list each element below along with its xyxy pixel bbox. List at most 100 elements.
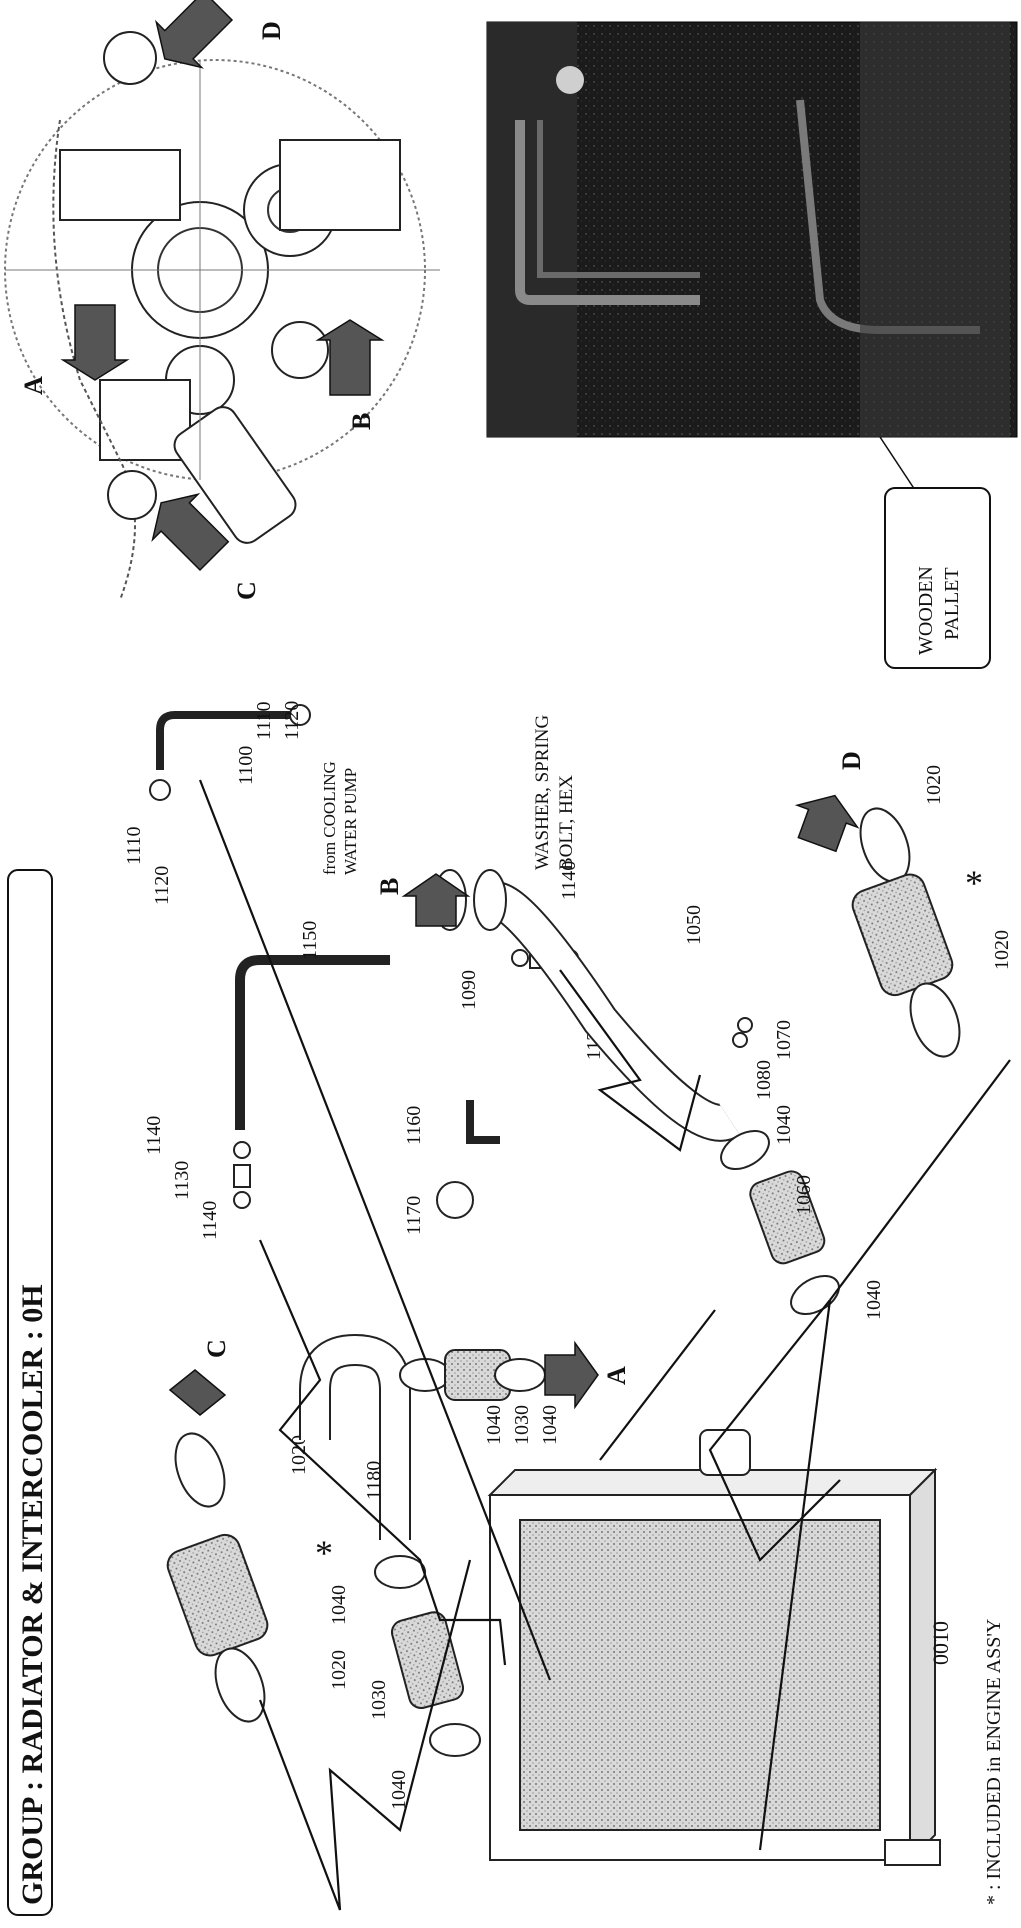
clip-1170: [436, 1181, 474, 1219]
clamp-1040-1: [374, 1555, 426, 1589]
clamp-1020-upper: [174, 1432, 226, 1508]
clamp-1040-2: [429, 1723, 481, 1757]
fitting-1140-a: [233, 1141, 251, 1159]
hose-group-d: D 1020 1020 *: [794, 751, 1013, 1058]
part-label-1040-e: 1040: [773, 1105, 795, 1145]
view-arrow-a: [60, 304, 130, 381]
part-label-1050: 1050: [683, 905, 705, 945]
part-label-1170: 1170: [403, 1196, 425, 1235]
pipe-1100: [156, 711, 300, 770]
fitting-1140-c: [511, 949, 529, 967]
bracket-1160: [466, 1100, 500, 1144]
gasket-1090-b: [473, 869, 507, 931]
fitting-1130-a: [233, 1164, 251, 1188]
asterisk-c: *: [315, 1533, 333, 1573]
arrow-a-lower: [544, 1340, 599, 1410]
washer-1080: [732, 1032, 748, 1048]
bolt-callout: BOLT, HEX: [556, 775, 577, 870]
from-pump-line2: WATER PUMP: [341, 768, 360, 875]
pipe-group-1050: B 1090 1050 WASHER, SPRING BOLT, HEX 107…: [375, 715, 885, 1320]
arrow-d-lower: [794, 794, 860, 853]
leader-1040-to-d: [829, 1059, 1011, 1301]
view-label-a-lower: A: [602, 1366, 631, 1385]
washer-callout: WASHER, SPRING: [532, 715, 553, 870]
radiator-side: [909, 1467, 936, 1863]
view-label-c-lower: C: [202, 1339, 231, 1358]
view-arrow-d: [155, 0, 234, 69]
part-label-1040-b: 1040: [388, 1770, 410, 1810]
radiator-mount-foot: [884, 1839, 941, 1866]
part-label-1040-c: 1040: [483, 1405, 505, 1445]
photo-pipe-1: [515, 120, 700, 305]
hose-group-c: C 1020 1020 *: [166, 1339, 350, 1723]
bolt-1070: [737, 1017, 753, 1033]
part-label-1030-b: 1030: [511, 1405, 533, 1445]
part-label-1020-d: 1020: [991, 930, 1013, 970]
leader-1100-to-radiator: [198, 779, 552, 1681]
part-label-1020-c: 1020: [923, 765, 945, 805]
footnote: * : INCLUDED in ENGINE ASS'Y: [983, 1619, 1005, 1905]
pipe-1050-inner: [492, 883, 740, 1140]
part-label-1030-a: 1030: [368, 1680, 390, 1720]
pipe-end-c: [107, 470, 157, 520]
part-label-1080: 1080: [753, 1060, 775, 1100]
intake-manifold: [59, 149, 181, 221]
pallet-callout-box: [884, 487, 991, 669]
engine-front-view: A B C D: [4, 0, 440, 601]
hose-1030-lower: [391, 1611, 465, 1710]
photo-pipe-2: [537, 120, 700, 278]
part-label-1040-d: 1040: [539, 1405, 561, 1445]
pipe-1150: [235, 955, 390, 1130]
leader-1050-to-radiator: [599, 1309, 716, 1461]
clamp-1040-5: [720, 1130, 770, 1170]
clamp-1020-d-lower: [909, 982, 961, 1058]
leader-1040-to-radiator: [708, 1299, 841, 1562]
part-label-1160: 1160: [403, 1106, 425, 1145]
part-label-1110-b: 1110: [123, 826, 145, 865]
part-label-1140-b: 1140: [199, 1201, 221, 1240]
alternator-body: [279, 139, 401, 231]
leader-c-to-radiator: [258, 1559, 472, 1911]
part-label-1040-f: 1040: [863, 1280, 885, 1320]
part-label-1070: 1070: [773, 1020, 795, 1060]
view-arrow-b: [315, 319, 385, 396]
view-arrow-c: [151, 493, 230, 572]
leader-1040-to-radiator-lower: [758, 1299, 832, 1851]
radiator-0010: 0010: [487, 1429, 953, 1866]
part-label-1060: 1060: [793, 1175, 815, 1215]
part-label-1150: 1150: [299, 921, 321, 960]
hose-1060: [749, 1170, 826, 1265]
leader-1150-to-radiator: [258, 1239, 507, 1666]
clamp-1040-4: [494, 1358, 546, 1392]
view-label-b-lower: B: [375, 878, 404, 895]
pipe-end-d: [103, 31, 157, 85]
part-label-1100: 1100: [235, 746, 257, 785]
part-label-1140-a: 1140: [143, 1116, 165, 1155]
oil-filter: [173, 406, 297, 544]
leader-1130-to-1050: [559, 969, 702, 1152]
clamp-1040-3: [399, 1358, 451, 1392]
pallet-leader: [879, 436, 916, 491]
title-block: GROUP : RADIATOR & INTERCOOLER : 0H: [7, 869, 53, 1916]
clamp-1040-6: [790, 1275, 840, 1315]
pump-line-group: 1100 1110 1120 1110 1120 from COOLING WA…: [123, 701, 360, 905]
view-label-b: B: [347, 413, 376, 430]
view-label-d: D: [257, 21, 286, 40]
arrow-c-lower: [168, 1369, 227, 1416]
fitting-1140-b: [233, 1191, 251, 1209]
fitting-1110-b: [149, 779, 171, 801]
alternator-pulley: [271, 321, 329, 379]
asterisk-d: *: [965, 863, 983, 903]
arrow-b-lower: [401, 873, 471, 927]
intake-pipe-outline: [52, 119, 136, 601]
view-label-a: A: [19, 376, 48, 395]
part-label-0010: 0010: [928, 1621, 953, 1665]
view-label-d-lower: D: [837, 751, 866, 770]
pallet-callout-line1: WOODEN: [915, 566, 937, 655]
part-label-1120-a: 1120: [281, 701, 303, 740]
part-label-1140-c: 1140: [558, 861, 580, 900]
from-pump-line1: from COOLING: [320, 761, 339, 875]
fitting-1110-a: [289, 704, 311, 726]
part-label-1020-a: 1020: [288, 1435, 310, 1475]
